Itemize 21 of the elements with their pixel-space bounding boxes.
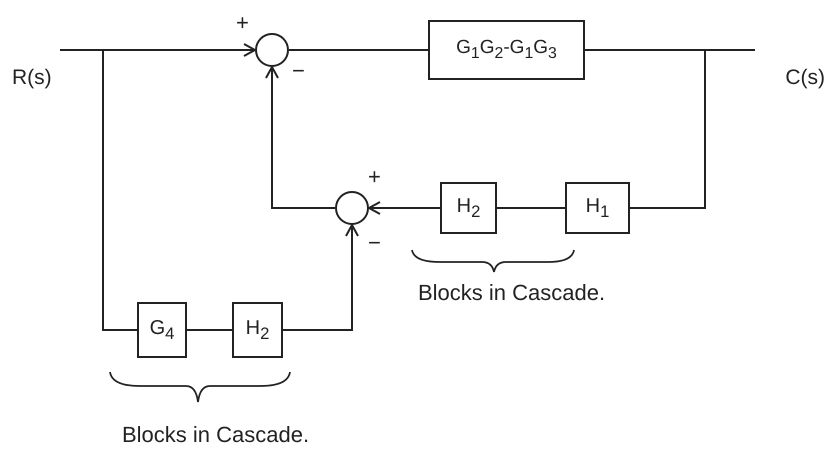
- transfer-function-block: H$_{2}$: [440, 182, 497, 234]
- plus-sign: +: [236, 12, 249, 34]
- signal-line: [497, 207, 565, 209]
- signal-label: C(s): [785, 66, 825, 90]
- transfer-function-block: H$_{2}$: [232, 302, 283, 358]
- transfer-function-block: G$_{4}$: [137, 302, 187, 358]
- signal-line: [60, 49, 137, 331]
- minus-sign: −: [368, 232, 381, 254]
- signal-line: [289, 49, 428, 51]
- annotation-text: Blocks in Cascade.: [122, 424, 310, 446]
- signal-line: [585, 49, 706, 209]
- signal-arrow: [283, 224, 359, 331]
- signal-line: [187, 329, 232, 331]
- signal-arrow: [265, 66, 335, 209]
- transfer-function-block: H$_{1}$: [565, 182, 630, 234]
- signal-arrow: [368, 201, 440, 215]
- plus-sign: +: [368, 166, 381, 188]
- annotation-text: Blocks in Cascade.: [418, 282, 606, 304]
- minus-sign: −: [292, 60, 305, 82]
- signal-label: R(s): [12, 66, 52, 90]
- transfer-function-block: G$_{1}$G$_{2}$-G$_{1}$G$_{3}$: [428, 20, 585, 80]
